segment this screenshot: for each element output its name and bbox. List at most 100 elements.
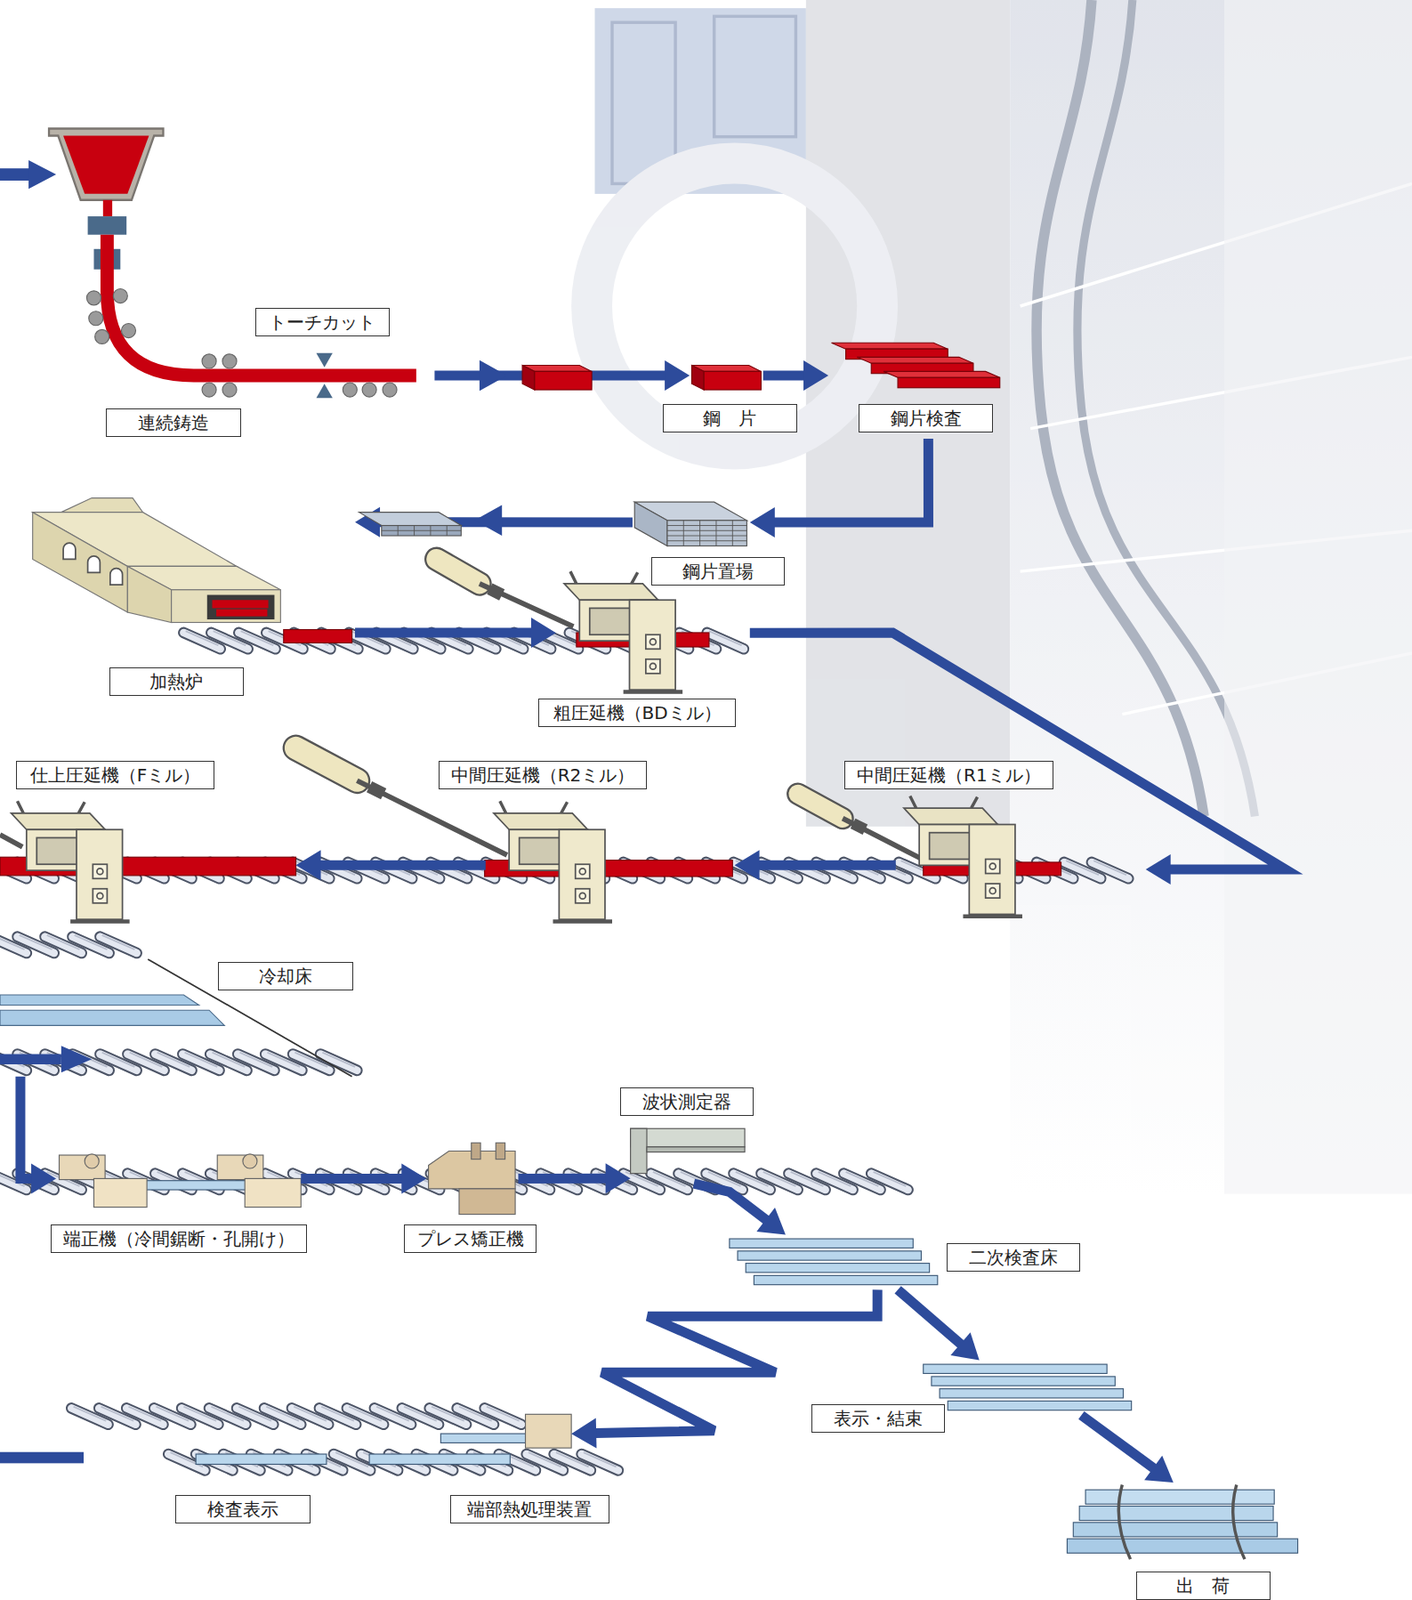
arrow-line — [693, 1183, 767, 1220]
shipping-bundle — [1085, 1489, 1275, 1504]
arrow-line — [773, 438, 928, 523]
billet-inspection-stack — [897, 377, 1001, 388]
reheating-furnace — [63, 542, 123, 585]
continuous-caster — [222, 382, 237, 397]
process-station: 仕上圧延機（Fミル） — [2, 800, 296, 920]
roller-tables — [707, 630, 744, 649]
cooling-bed — [0, 1054, 62, 1065]
billet-block — [691, 365, 704, 391]
roller-tables — [0, 935, 138, 953]
roller-tables — [1091, 860, 1129, 879]
station-label: 連続鋳造 — [105, 408, 241, 437]
continuous-caster — [88, 311, 104, 326]
station-label: 端正機（冷間鋸断・孔開け） — [50, 1224, 307, 1253]
inflow-arrow — [0, 160, 57, 189]
roller-tables — [581, 1452, 619, 1470]
station-label: 中間圧延機（R2ミル） — [438, 760, 648, 790]
rolling-mills — [842, 818, 922, 860]
station-label: 表示・結束 — [811, 1403, 945, 1433]
flow-arrow — [750, 632, 1286, 885]
arrow-head — [31, 1162, 57, 1194]
waviness-gauge — [630, 1128, 745, 1147]
arrow-head — [803, 360, 829, 391]
rolling-mills — [564, 571, 683, 694]
process-station: 鋼片検査 — [828, 340, 1002, 439]
billet-yard-stack — [667, 520, 747, 547]
station-label: 検査表示 — [175, 1494, 310, 1524]
waviness-gauge — [630, 1128, 647, 1173]
heat-treatment-inspection — [0, 1413, 572, 1464]
process-station: 鋼片置場 — [632, 498, 751, 549]
photo-background — [591, 162, 878, 449]
rolling-mills — [798, 793, 843, 819]
billet-block — [703, 371, 761, 390]
billet-in-transit — [479, 360, 592, 391]
process-station: 端部熱処理装置 — [367, 1412, 572, 1482]
roller-tables — [71, 1406, 218, 1425]
arrow-head — [750, 507, 775, 538]
process-station: プレス矯正機 — [426, 1140, 518, 1215]
process-station: 連続鋳造 — [48, 127, 435, 398]
arrow-line — [20, 1076, 33, 1179]
billet-inspection-stack — [831, 342, 1001, 388]
process-station: 出 荷 — [1063, 1482, 1300, 1559]
heat-treatment-inspection — [525, 1413, 573, 1448]
billet-in-transit — [534, 371, 592, 390]
continuous-caster — [48, 128, 163, 200]
arrow-head — [296, 849, 322, 880]
rail-stack — [737, 1250, 921, 1260]
reheating-furnace — [127, 565, 171, 622]
rolling-mills — [798, 793, 843, 819]
end-finishing-machine — [93, 1178, 147, 1207]
station-label: 粗圧延機（BDミル） — [538, 698, 735, 727]
billet-yard-stack — [667, 520, 747, 547]
roller-tables — [209, 1406, 356, 1425]
billets-in-transit — [359, 512, 462, 526]
station-label: 二次検査床 — [946, 1242, 1081, 1272]
heat-treatment-inspection — [369, 1453, 510, 1464]
continuous-caster — [201, 354, 217, 369]
flow-arrow — [20, 1076, 57, 1195]
continuous-caster — [63, 136, 149, 194]
station-label: 加熱炉 — [109, 667, 244, 696]
arrow-head — [664, 360, 690, 391]
end-finishing-machine — [59, 1153, 302, 1208]
process-station: 検査表示 — [168, 1448, 352, 1482]
inflow-arrow — [0, 168, 31, 181]
shipping-bundle — [1066, 1538, 1298, 1553]
process-station: トーチカット — [255, 307, 390, 337]
station-label: プレス矯正機 — [403, 1224, 537, 1253]
process-station: 波状測定器 — [630, 1126, 745, 1184]
continuous-caster — [201, 382, 217, 397]
press-straightener — [495, 1142, 505, 1159]
cooling-bed — [61, 1045, 92, 1073]
rolling-mills — [479, 583, 573, 627]
flow-arrow — [300, 1162, 427, 1194]
shipping-bundle — [1233, 1484, 1245, 1559]
flow-arrow — [296, 849, 486, 880]
continuous-caster — [95, 329, 110, 344]
continuous-caster — [315, 383, 332, 398]
process-station: 表示・結束 — [920, 1360, 1132, 1416]
arrow-head — [756, 1207, 786, 1235]
rolling-mills — [296, 748, 358, 782]
billet-in-transit — [479, 360, 508, 391]
billets-in-transit — [474, 505, 502, 536]
cooling-bed — [0, 1009, 225, 1025]
photo-background — [1009, 0, 1412, 1195]
rail-stack — [729, 1238, 913, 1248]
press-straightener — [459, 1188, 516, 1215]
flow-arrow — [763, 360, 829, 391]
photo-background — [714, 16, 797, 137]
process-station: 二次検査床 — [727, 1234, 941, 1290]
continuous-caster — [106, 234, 416, 376]
continuous-caster — [315, 353, 332, 368]
arrow-head — [531, 617, 557, 648]
arrow-head — [605, 1162, 631, 1194]
station-label: トーチカット — [255, 307, 390, 337]
rail-stack — [939, 1388, 1123, 1398]
billet-in-transit — [522, 365, 535, 391]
process-station: 加熱炉 — [30, 494, 356, 655]
